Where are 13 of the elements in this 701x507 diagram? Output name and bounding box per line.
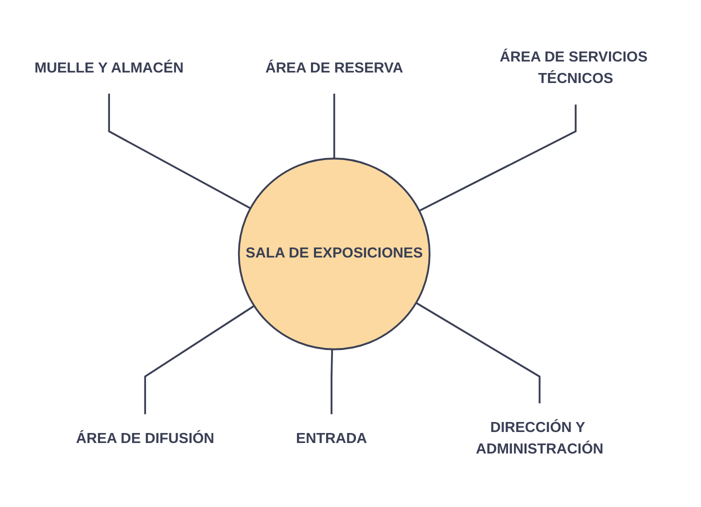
node-text: ÁREA DE DIFUSIÓN: [76, 430, 214, 446]
connector: [108, 92, 251, 209]
node-text: MUELLE Y ALMACÉN: [34, 60, 184, 76]
connector: [418, 104, 577, 212]
node-text: ÁREA DE SERVICIOS TÉCNICOS: [500, 49, 648, 86]
node-text: ÁREA DE RESERVA: [265, 60, 404, 76]
node-text: ENTRADA: [296, 430, 368, 446]
node-circle: SALA DE EXPOSICIONES: [238, 157, 430, 350]
connector: [333, 92, 336, 158]
connector: [416, 302, 540, 404]
node-text: DIRECCIÓN Y ADMINISTRACIÓN: [476, 420, 604, 457]
connector: [144, 304, 255, 414]
connector: [330, 348, 334, 414]
